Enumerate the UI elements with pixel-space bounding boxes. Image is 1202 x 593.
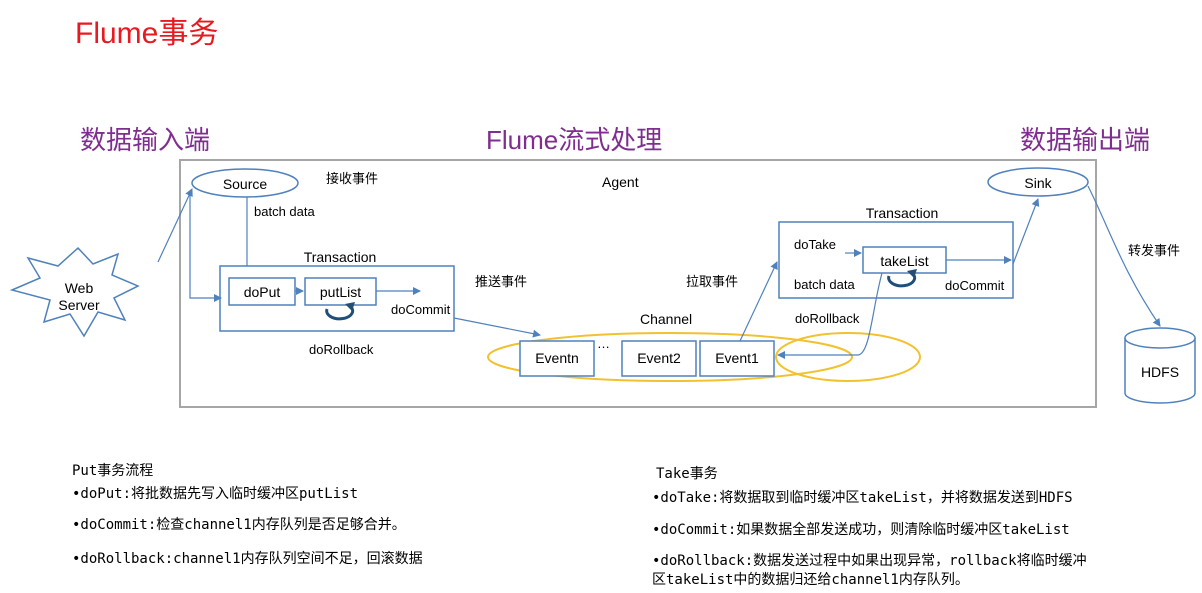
page-title: Flume事务 [75, 17, 219, 50]
agent-label: Agent [602, 174, 639, 190]
web-server-line1: Web [64, 280, 94, 296]
channel-ellipse-small [775, 332, 921, 382]
take-notes-heading: Take事务 [656, 466, 718, 482]
take-transaction-box [778, 221, 1014, 299]
arrow-event1-to-take [739, 261, 778, 342]
pull-event-label: 拉取事件 [686, 274, 739, 289]
event2-box [621, 340, 697, 377]
take-list-label: takeList [880, 253, 929, 269]
events-ellipsis: … [597, 336, 610, 351]
processing-header: Flume流式处理 [486, 125, 663, 155]
arrow-sink-to-hdfs [1087, 185, 1161, 327]
hdfs-cylinder [1124, 327, 1196, 404]
input-end-header: 数据输入端 [80, 125, 211, 155]
put-do-commit-label: doCommit [391, 302, 451, 317]
eventn-box [519, 340, 595, 377]
take-note-line: •doTake:将数据取到临时缓冲区takeList，并将数据发送到HDFS [652, 490, 1073, 506]
take-do-rollback-label: doRollback [795, 311, 860, 326]
agent-box [179, 159, 1097, 408]
source-ellipse [191, 168, 299, 198]
put-note-line: •doRollback:channel1内存队列空间不足，回滚数据 [72, 551, 423, 567]
takelist-loop-arrowhead [907, 269, 917, 278]
put-do-rollback-label: doRollback [309, 342, 374, 357]
push-event-label: 推送事件 [475, 274, 528, 289]
source-label: Source [222, 176, 268, 192]
eventn-label: Eventn [535, 350, 579, 366]
arrow-transaction-to-channel [453, 317, 541, 338]
take-note-line: •doRollback:数据发送过程中如果出现异常，rollback将临时缓冲 [652, 553, 1087, 569]
event1-box [699, 340, 775, 377]
receive-event-label: 接收事件 [326, 171, 379, 186]
put-transaction-title: Transaction [303, 249, 377, 265]
web-server-line2: Server [58, 297, 100, 313]
sink-label: Sink [1024, 175, 1052, 191]
arrow-take-to-sink [1012, 198, 1040, 265]
put-list-label: putList [319, 284, 362, 300]
put-note-line: •doPut:将批数据先写入临时缓冲区putList [72, 486, 359, 502]
put-notes-heading: Put事务流程 [72, 463, 154, 479]
arrow-webserver-to-source [157, 188, 193, 263]
arrow-source-to-doput [189, 192, 222, 302]
put-note-line: •doCommit:检查channel1内存队列是否足够合并。 [72, 517, 406, 533]
do-take-label: doTake [794, 237, 836, 252]
take-note-line: •doCommit:如果数据全部发送成功，则清除临时缓冲区takeList [652, 522, 1070, 538]
event1-label: Event1 [715, 350, 759, 366]
hdfs-label: HDFS [1140, 364, 1180, 380]
sink-ellipse [987, 167, 1089, 197]
take-do-commit-label: doCommit [945, 278, 1005, 293]
web-server-shape [9, 246, 140, 338]
forward-event-label: 转发事件 [1128, 243, 1181, 258]
channel-label: Channel [640, 311, 693, 327]
putlist-loop-icon [325, 304, 355, 321]
arrow-rollback-to-channel [777, 272, 883, 359]
do-put-box [228, 277, 296, 306]
putlist-loop-arrowhead [345, 302, 355, 311]
batch-data-source-label: batch data [254, 204, 315, 219]
channel-ellipse-large [487, 332, 853, 382]
web-server-label: Web Server [44, 280, 114, 314]
event2-label: Event2 [637, 350, 681, 366]
do-put-label: doPut [243, 284, 281, 300]
take-batch-data-label: batch data [794, 277, 855, 292]
takelist-loop-icon [887, 271, 917, 288]
take-transaction-title: Transaction [865, 205, 939, 221]
take-note-line: 区takeList中的数据归还给channel1内存队列。 [652, 572, 969, 588]
output-end-header: 数据输出端 [1020, 125, 1151, 155]
